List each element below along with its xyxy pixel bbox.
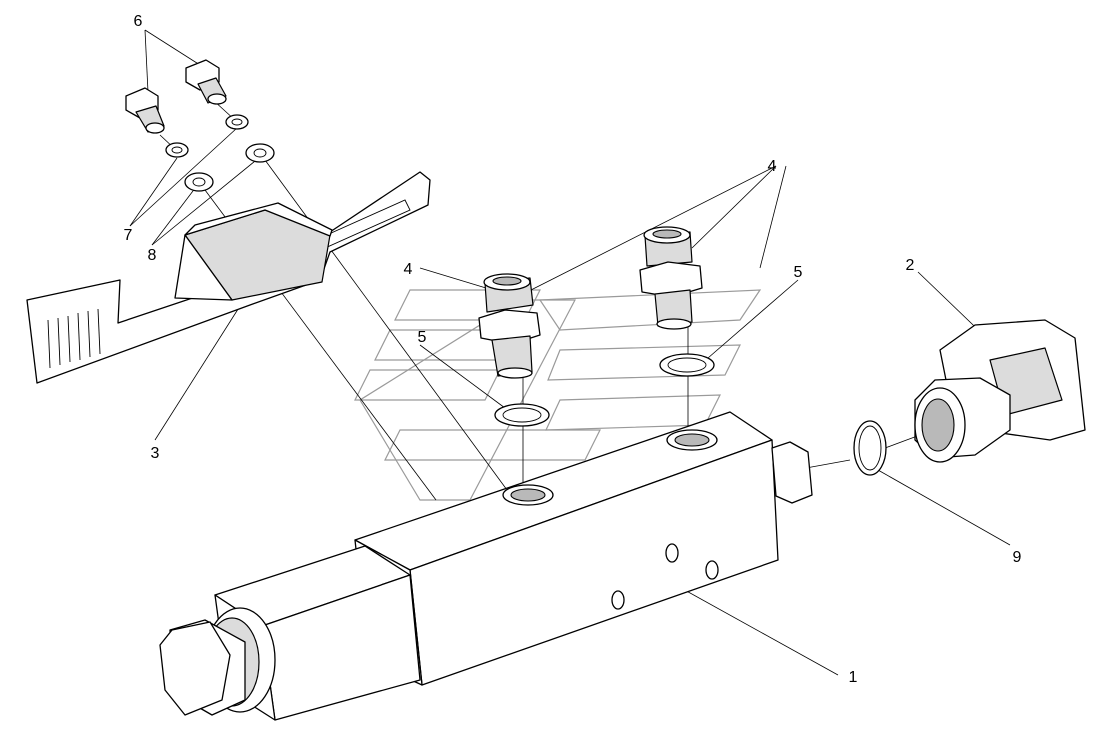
callout-7: 7: [124, 227, 133, 244]
part-8-washers: [184, 143, 275, 192]
part-7-washers: [165, 114, 249, 158]
callout-8: 8: [148, 247, 157, 264]
bracket-grip-slots: [47, 308, 101, 369]
callout-1: 1: [849, 669, 858, 686]
callout-5-right: 5: [794, 264, 803, 281]
part-6-bolts: [125, 59, 227, 134]
callout-4-left: 4: [404, 261, 413, 278]
callout-labels: 1 2 3 4 4 4 5 5 6 7 8 9: [124, 13, 1022, 686]
part-1-block-body: [159, 411, 813, 721]
part-3-bracket: [26, 171, 431, 384]
part-9-o-ring: [853, 420, 887, 476]
callout-4-right: 4: [768, 158, 777, 175]
callout-9: 9: [1013, 549, 1022, 566]
part-2-cap: [914, 319, 1086, 463]
part-4-fittings: [478, 226, 703, 379]
callout-5-left: 5: [418, 329, 427, 346]
callout-2: 2: [906, 257, 915, 274]
part-5-seal-rings: [494, 353, 715, 427]
callout-6: 6: [134, 13, 143, 30]
callout-3: 3: [151, 445, 160, 462]
